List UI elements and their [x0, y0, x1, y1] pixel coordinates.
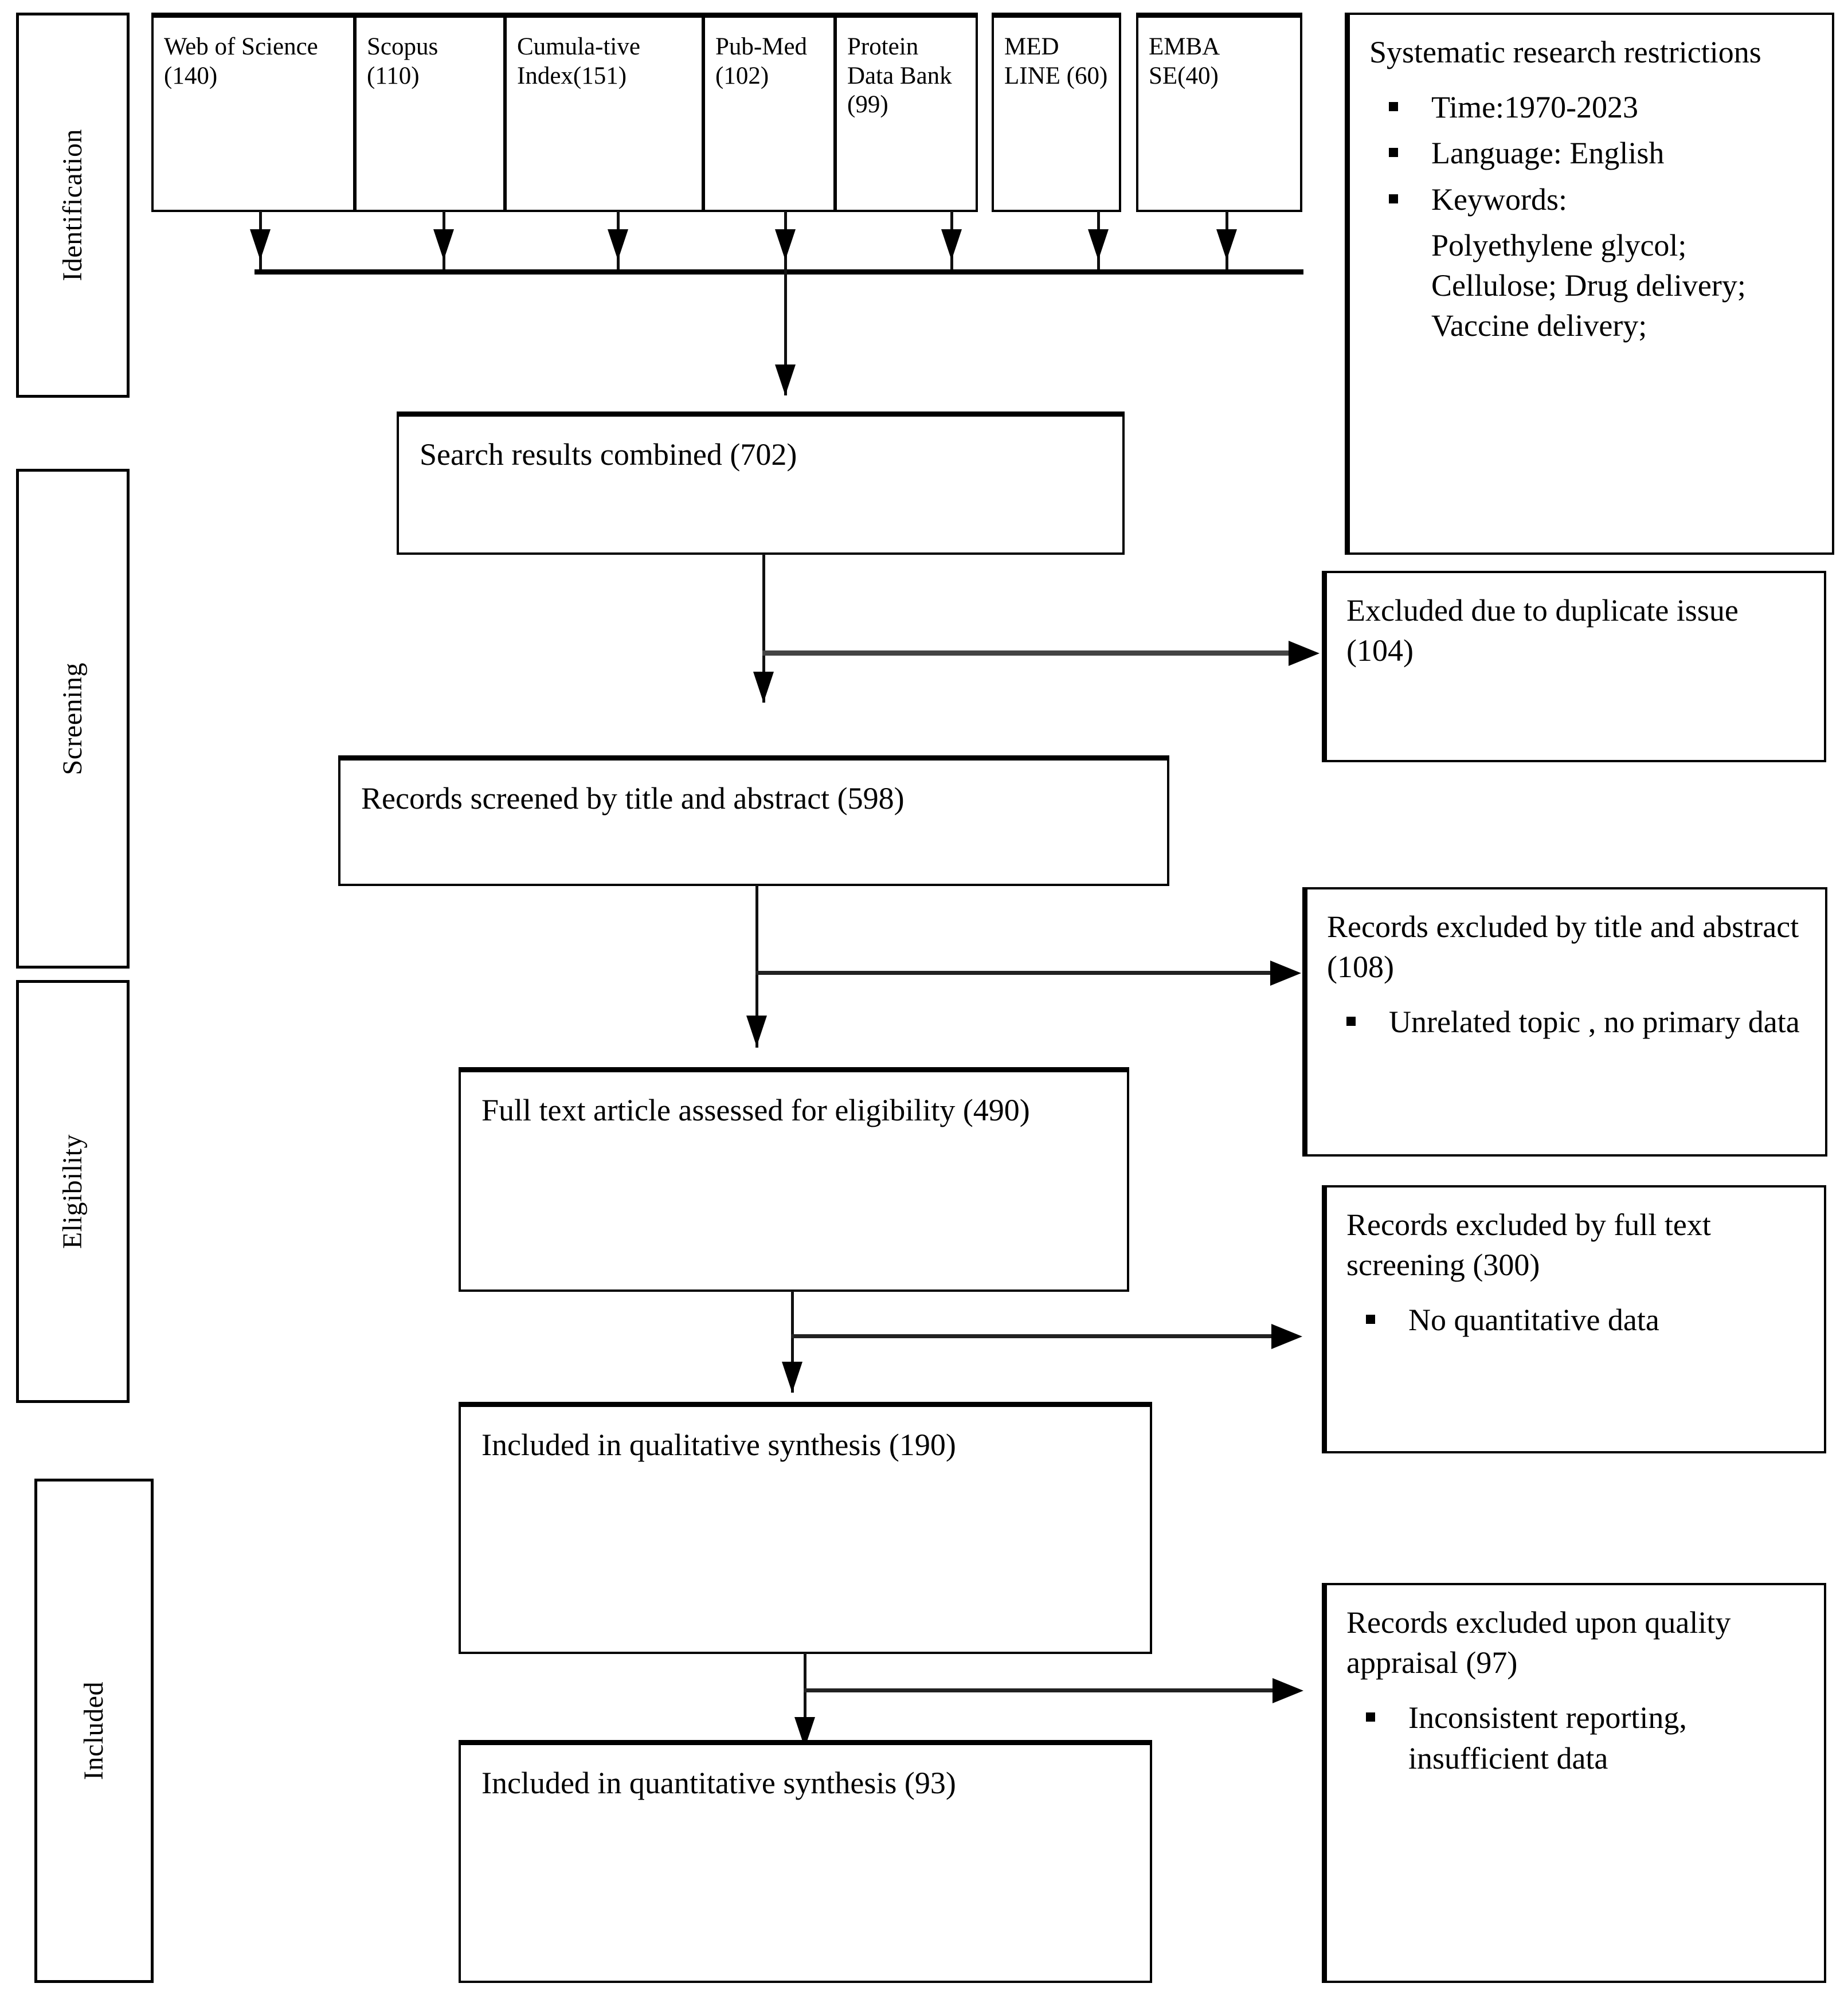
connector-branch-to-full-text-exclusion: [791, 1334, 1273, 1338]
square-bullet-icon: [1346, 1017, 1356, 1026]
database-box-pubmed: Pub-Med (102): [703, 13, 836, 212]
square-bullet-icon: [1389, 148, 1398, 158]
flow-box-search-results-combined: Search results combined (702): [397, 411, 1125, 555]
exclusion-box-duplicates: Excluded due to duplicate issue (104): [1322, 571, 1826, 762]
stage-label-screening: Screening: [57, 662, 88, 775]
database-box-web-of-science: Web of Science (140): [151, 13, 355, 212]
connector-collector-to-combined: [784, 269, 787, 395]
exclusion-label-quality-appraisal: Records excluded upon quality appraisal …: [1346, 1605, 1731, 1680]
connector-db-5-arrowhead: [941, 229, 962, 260]
exclusion-box-title-abstract: Records excluded by title and abstract (…: [1302, 887, 1827, 1157]
connector-branch-to-duplicates: [762, 650, 1290, 656]
exclusion-label-full-text: Records excluded by full text screening …: [1346, 1208, 1711, 1283]
exclusion-reasons-title-abstract: Unrelated topic , no primary data: [1327, 1002, 1810, 1042]
flow-label-qualitative-synthesis: Included in qualitative synthesis (190): [481, 1428, 956, 1462]
flow-label-quantitative-synthesis: Included in quantitative synthesis (93): [481, 1766, 956, 1800]
exclusion-reasons-full-text: No quantitative data: [1346, 1300, 1809, 1340]
restrictions-item-time-label: Time:1970-2023: [1431, 90, 1639, 125]
database-box-medline: MED LINE (60): [992, 13, 1121, 212]
connector-full-text-exclusion-arrowhead: [1271, 1324, 1302, 1349]
database-box-embase: EMBA SE(40): [1136, 13, 1302, 212]
connector-combined-to-screened: [762, 554, 765, 703]
restrictions-item-time: Time:1970-2023: [1369, 87, 1817, 127]
connector-db-4-arrowhead: [775, 229, 796, 260]
connector-combined-arrowhead: [753, 672, 774, 703]
connector-db-2-arrowhead: [433, 229, 454, 260]
stage-box-included: Included: [34, 1479, 154, 1983]
flow-box-qualitative-synthesis: Included in qualitative synthesis (190): [459, 1402, 1152, 1654]
square-bullet-icon: [1366, 1315, 1375, 1324]
exclusion-reason-item: No quantitative data: [1346, 1300, 1809, 1340]
database-label-scopus: Scopus (110): [367, 33, 438, 89]
connector-screened-to-fulltext: [755, 885, 758, 1048]
stage-label-included: Included: [79, 1682, 109, 1780]
exclusion-box-quality-appraisal: Records excluded upon quality appraisal …: [1322, 1583, 1826, 1983]
database-label-cumulative-index: Cumula-tive Index(151): [517, 33, 640, 89]
exclusion-reasons-quality-appraisal: Inconsistent reporting, insufficient dat…: [1346, 1698, 1809, 1778]
square-bullet-icon: [1366, 1712, 1375, 1722]
database-box-cumulative-index: Cumula-tive Index(151): [504, 13, 704, 212]
database-box-protein-data-bank: Protein Data Bank (99): [835, 13, 978, 212]
connector-screened-arrowhead: [746, 1016, 767, 1047]
restrictions-item-language: Language: English: [1369, 133, 1817, 173]
stage-box-screening: Screening: [16, 469, 130, 969]
flow-box-quantitative-synthesis: Included in quantitative synthesis (93): [459, 1740, 1152, 1983]
flow-box-records-screened: Records screened by title and abstract (…: [338, 755, 1169, 886]
exclusion-reason-label: Inconsistent reporting, insufficient dat…: [1408, 1700, 1687, 1775]
collector-bar: [255, 269, 1303, 275]
database-label-embase: EMBA SE(40): [1149, 33, 1219, 89]
restrictions-title: Systematic research restrictions: [1369, 35, 1761, 69]
restrictions-item-keywords: Keywords:: [1369, 179, 1817, 220]
flow-label-search-results-combined: Search results combined (702): [420, 437, 797, 472]
connector-branch-to-title-abstract: [755, 971, 1271, 975]
stage-label-identification: Identification: [57, 129, 88, 281]
exclusion-reason-item: Inconsistent reporting, insufficient dat…: [1346, 1698, 1809, 1778]
database-label-pubmed: Pub-Med (102): [715, 33, 808, 89]
exclusion-reason-label: No quantitative data: [1408, 1303, 1659, 1338]
connector-title-abstract-arrowhead: [1270, 961, 1301, 986]
connector-fulltext-to-qualitative: [791, 1291, 794, 1393]
connector-db-1-arrowhead: [250, 229, 271, 260]
database-label-protein-data-bank: Protein Data Bank (99): [847, 33, 952, 119]
database-label-medline: MED LINE (60): [1004, 33, 1108, 89]
connector-fulltext-arrowhead: [782, 1362, 802, 1393]
restrictions-item-keywords-label: Keywords:: [1431, 182, 1567, 217]
square-bullet-icon: [1389, 194, 1398, 203]
connector-quality-exclusion-arrowhead: [1273, 1678, 1303, 1703]
flow-box-full-text-assessed: Full text article assessed for eligibili…: [459, 1067, 1129, 1292]
connector-qualitative-to-quantitative: [804, 1653, 806, 1747]
connector-branch-to-quality-exclusion: [804, 1688, 1274, 1692]
stage-box-identification: Identification: [16, 13, 130, 398]
restrictions-list: Time:1970-2023 Language: English Keyword…: [1369, 87, 1817, 220]
restrictions-keywords-continued: Polyethylene glycol; Cellulose; Drug del…: [1431, 228, 1746, 343]
database-label-web-of-science: Web of Science (140): [164, 33, 318, 89]
database-box-scopus: Scopus (110): [354, 13, 506, 212]
exclusion-reason-label: Unrelated topic , no primary data: [1389, 1005, 1800, 1040]
connector-db-7-arrowhead: [1216, 229, 1237, 260]
exclusion-box-full-text: Records excluded by full text screening …: [1322, 1185, 1826, 1453]
flow-label-records-screened: Records screened by title and abstract (…: [361, 781, 905, 816]
flow-label-full-text-assessed: Full text article assessed for eligibili…: [481, 1093, 1030, 1127]
stage-box-eligibility: Eligibility: [16, 980, 130, 1403]
exclusion-label-title-abstract: Records excluded by title and abstract (…: [1327, 910, 1799, 985]
restrictions-item-language-label: Language: English: [1431, 136, 1665, 171]
connector-collector-arrowhead: [775, 364, 796, 395]
exclusion-reason-item: Unrelated topic , no primary data: [1327, 1002, 1810, 1042]
restrictions-box: Systematic research restrictions Time:19…: [1345, 13, 1834, 555]
connector-duplicates-arrowhead: [1289, 641, 1320, 666]
exclusion-label-duplicates: Excluded due to duplicate issue (104): [1346, 593, 1739, 668]
stage-label-eligibility: Eligibility: [57, 1134, 88, 1249]
connector-db-6-arrowhead: [1088, 229, 1109, 260]
connector-db-3-arrowhead: [608, 229, 628, 260]
square-bullet-icon: [1389, 102, 1398, 112]
